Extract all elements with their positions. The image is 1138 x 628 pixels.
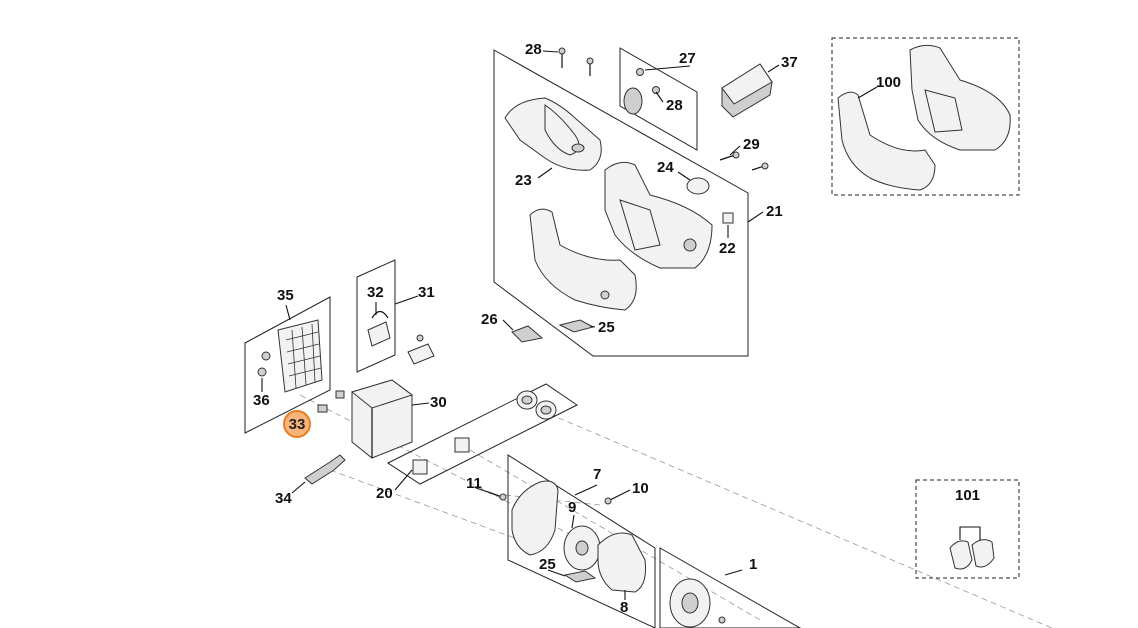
label-8[interactable]: 8	[620, 599, 629, 616]
part-21-housing	[529, 161, 713, 311]
part-33-insert-b	[335, 390, 345, 399]
group-frame-35	[244, 296, 331, 434]
label-25-upper[interactable]: 25	[598, 319, 615, 336]
group-frame-7	[507, 454, 656, 628]
part-8-cover	[597, 532, 646, 593]
label-7[interactable]: 7	[593, 466, 602, 483]
part-36-screws	[257, 351, 271, 377]
label-25-lower[interactable]: 25	[539, 556, 556, 573]
label-31[interactable]: 31	[418, 284, 435, 301]
group-frame-31	[356, 259, 396, 373]
label-10[interactable]: 10	[632, 480, 649, 497]
label-9[interactable]: 9	[568, 499, 577, 516]
label-28-group[interactable]: 28	[666, 97, 683, 114]
label-34[interactable]: 34	[275, 490, 292, 507]
leader-lines	[261, 50, 878, 600]
label-28-top[interactable]: 28	[525, 41, 542, 58]
part-28-screws	[558, 47, 660, 94]
part-35-filter-grid	[277, 319, 323, 393]
label-1[interactable]: 1	[749, 556, 758, 573]
part-9-fan	[563, 525, 601, 571]
group-frame-101	[915, 479, 1020, 579]
label-32[interactable]: 32	[367, 284, 384, 301]
group-frame-100	[831, 37, 1020, 196]
part-26-pad	[511, 325, 544, 343]
part-11-screw	[487, 491, 507, 501]
part-34-lever	[304, 454, 346, 485]
label-20[interactable]: 20	[376, 485, 393, 502]
part-23-handle-shell	[504, 97, 602, 171]
part-30-box	[350, 379, 414, 459]
label-22[interactable]: 22	[719, 240, 736, 257]
label-11[interactable]: 11	[466, 475, 482, 492]
part-20-components	[412, 390, 557, 475]
group-frame-20	[386, 383, 578, 485]
label-100[interactable]: 100	[876, 74, 902, 91]
part-101-bracket	[949, 526, 995, 570]
part-27-knob	[623, 87, 643, 115]
group-frame-27	[619, 47, 698, 151]
part-100-housing-assembly	[837, 44, 1011, 191]
part-25-pad-lower	[563, 570, 597, 583]
label-33-highlighted[interactable]: 33	[283, 410, 311, 438]
label-36[interactable]: 36	[253, 392, 270, 409]
group-frame-1	[659, 547, 802, 628]
part-7-plate	[511, 480, 559, 556]
part-31-bracket	[407, 334, 435, 365]
label-24[interactable]: 24	[657, 159, 674, 176]
label-29[interactable]: 29	[743, 136, 760, 153]
label-26[interactable]: 26	[481, 311, 498, 328]
part-22-nut	[722, 212, 734, 224]
label-27[interactable]: 27	[679, 50, 696, 67]
label-37[interactable]: 37	[781, 54, 798, 71]
part-37-cover	[721, 63, 773, 118]
label-30[interactable]: 30	[430, 394, 447, 411]
label-23[interactable]: 23	[515, 172, 532, 189]
label-21[interactable]: 21	[766, 203, 783, 220]
label-35[interactable]: 35	[277, 287, 294, 304]
part-24-disc	[686, 177, 710, 195]
part-29-screws	[719, 151, 769, 171]
part-1-flange	[669, 578, 726, 628]
part-10-screw	[604, 493, 623, 505]
part-32-spring	[367, 310, 391, 347]
group-frame-21	[493, 49, 749, 357]
part-33-insert	[317, 404, 328, 413]
label-101[interactable]: 101	[955, 487, 981, 504]
part-25-pad	[558, 319, 595, 333]
